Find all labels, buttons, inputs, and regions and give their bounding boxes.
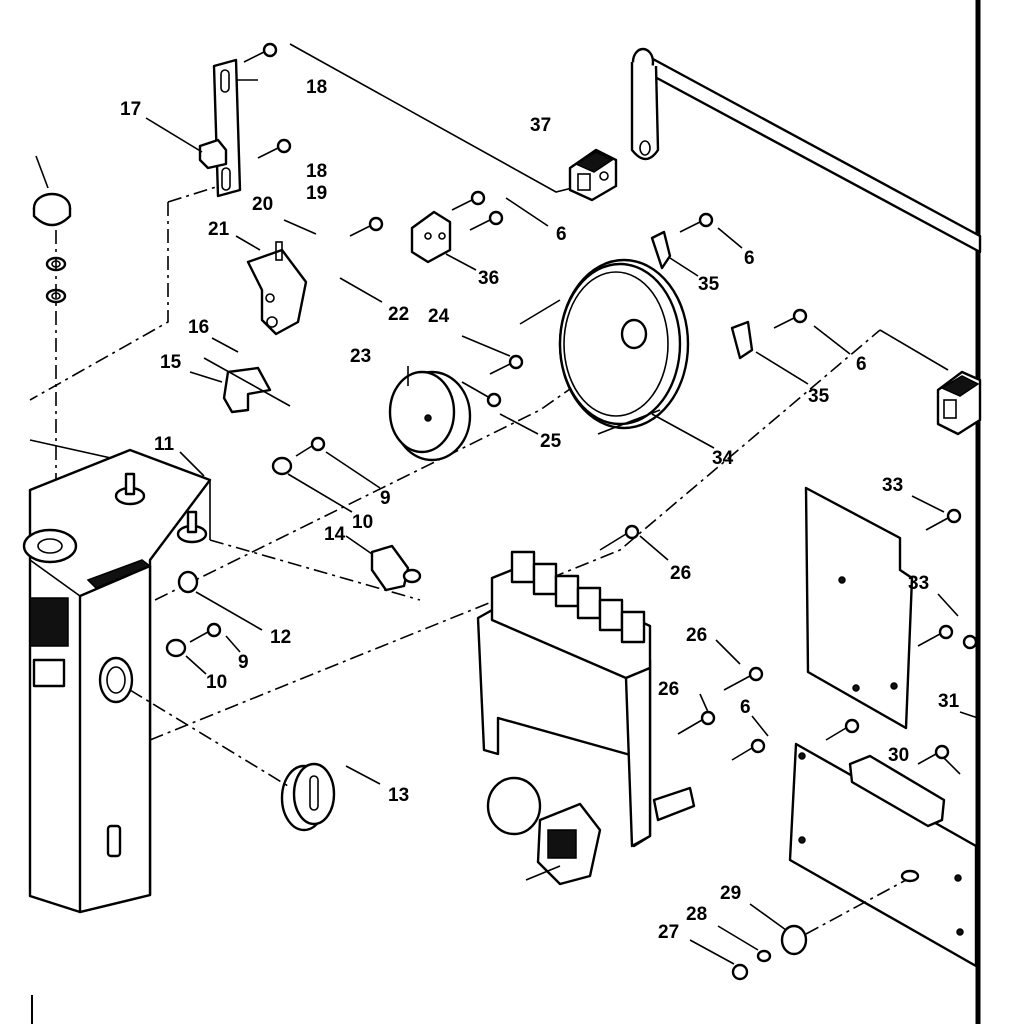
label-23: 23 [350, 346, 371, 367]
label-33-top: 33 [882, 475, 903, 496]
knob-12 [177, 570, 199, 594]
pulley-23 [388, 370, 472, 462]
label-35-lower: 35 [808, 386, 830, 407]
screw-18-lower [257, 138, 292, 159]
label-12: 12 [270, 627, 291, 648]
clip-37 [568, 148, 618, 202]
label-26-mid: 26 [686, 625, 707, 646]
knob-13 [280, 762, 336, 832]
clip-right [936, 370, 982, 436]
screw-27 [731, 963, 749, 981]
label-27: 27 [658, 922, 679, 943]
label-22: 22 [388, 304, 409, 325]
label-34: 34 [712, 448, 734, 469]
label-13: 13 [388, 785, 409, 806]
screws [189, 42, 978, 981]
label-30: 30 [888, 745, 909, 766]
label-28: 28 [686, 904, 707, 925]
label-26-top: 26 [670, 563, 691, 584]
label-9-top: 9 [380, 488, 391, 509]
bracket-17 [198, 58, 258, 198]
leader-lines [145, 117, 979, 965]
label-6-right: 6 [856, 354, 867, 375]
screw-26-low [677, 710, 716, 735]
screw-31 [962, 634, 978, 650]
label-29: 29 [720, 883, 741, 904]
label-19: 19 [306, 183, 327, 204]
label-16: 16 [188, 317, 209, 338]
switch-block [510, 550, 646, 644]
bracket-21 [246, 241, 308, 336]
crossbar-rod [630, 47, 982, 254]
label-18-top: 18 [306, 77, 327, 98]
screw-9-top [295, 436, 326, 457]
screw-24 [489, 354, 524, 375]
label-18-lower: 18 [306, 161, 327, 182]
screw-33-top [925, 508, 962, 531]
screw-26-top [599, 524, 640, 551]
posts-11 [114, 472, 208, 544]
screw-25 [461, 381, 502, 408]
part-labels: 17 18 18 19 20 21 22 36 6 37 6 35 6 35 2… [120, 77, 960, 943]
label-37: 37 [530, 115, 551, 136]
label-21: 21 [208, 219, 230, 240]
label-24: 24 [428, 306, 450, 327]
label-6-top: 6 [556, 224, 567, 245]
label-6-speaker: 6 [744, 248, 755, 269]
screw-6-speaker [679, 212, 714, 233]
label-10-bottom: 10 [206, 672, 227, 693]
pcb-panel-33 [804, 486, 914, 730]
label-9-bottom: 9 [238, 652, 249, 673]
switch-15 [203, 357, 291, 414]
label-14: 14 [324, 524, 346, 545]
screw-30 [825, 718, 950, 765]
washers-9-10 [165, 456, 293, 658]
label-20: 20 [252, 194, 273, 215]
label-15: 15 [160, 352, 182, 373]
screw-19 [349, 216, 384, 237]
label-33-mid: 33 [908, 573, 929, 594]
label-26-low: 26 [658, 679, 679, 700]
screw-6-top [451, 190, 504, 231]
label-36: 36 [478, 268, 499, 289]
jack-14 [370, 544, 422, 592]
plate-36 [410, 210, 452, 264]
knob-bottom [486, 776, 602, 886]
speaker-clips-35 [650, 230, 754, 360]
label-31: 31 [938, 691, 960, 712]
knob-assembly-left [32, 155, 72, 510]
screw-18-top [243, 42, 278, 63]
label-6-pcb: 6 [740, 697, 751, 718]
screw-6-right [773, 308, 808, 329]
main-pcb-module [476, 550, 696, 848]
cabinet-body [22, 448, 212, 914]
knob-13-axis [129, 689, 289, 787]
speaker-34 [519, 258, 690, 435]
pcb-panel-30 [788, 742, 978, 968]
label-10-top: 10 [352, 512, 373, 533]
label-17: 17 [120, 99, 141, 120]
screw-6-pcb [731, 738, 766, 761]
screw-9-bottom [189, 622, 222, 643]
screw-33-mid [917, 624, 954, 647]
label-35-upper: 35 [698, 274, 720, 295]
label-11: 11 [154, 434, 175, 455]
knob-29-assembly [756, 879, 907, 963]
label-25: 25 [540, 431, 562, 452]
screw-26-mid [723, 666, 764, 691]
